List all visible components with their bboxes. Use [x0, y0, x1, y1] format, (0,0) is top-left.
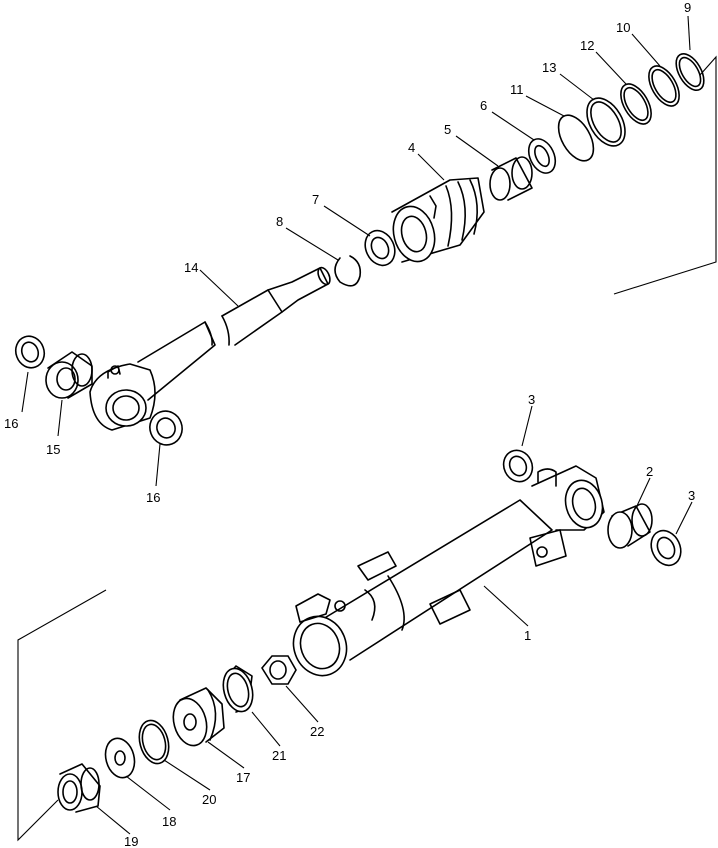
bracket-top-right — [613, 55, 717, 295]
bushing-5 — [489, 156, 533, 201]
label-21: 21 — [272, 748, 286, 763]
ring-10 — [648, 65, 680, 107]
cylinder-head-4 — [391, 177, 485, 263]
washer-18 — [104, 737, 136, 779]
rod-eye — [89, 363, 156, 431]
nut-22 — [261, 655, 297, 685]
ring-21 — [222, 665, 254, 713]
label-11: 11 — [510, 82, 524, 97]
label-20: 20 — [202, 792, 216, 807]
piston-rod — [137, 266, 331, 401]
label-8: 8 — [276, 214, 283, 229]
seal-3-lower — [650, 529, 682, 567]
bushing-2 — [607, 503, 653, 549]
label-12: 12 — [580, 38, 594, 53]
label-10: 10 — [616, 20, 630, 35]
label-18: 18 — [162, 814, 176, 829]
label-22: 22 — [310, 724, 324, 739]
cylinder-tube-1 — [292, 465, 605, 677]
bracket-bottom-left — [17, 589, 107, 842]
label-9: 9 — [684, 0, 691, 15]
label-1: 1 — [524, 628, 531, 643]
seal-6 — [527, 138, 557, 174]
seal-16-lower — [149, 410, 183, 446]
label-6: 6 — [480, 98, 487, 113]
label-5: 5 — [444, 122, 451, 137]
label-16-upper: 16 — [4, 416, 18, 431]
label-4: 4 — [408, 140, 415, 155]
label-3-lower: 3 — [688, 488, 695, 503]
label-19: 19 — [124, 834, 138, 848]
ring-11 — [557, 114, 595, 162]
seal-3-upper — [502, 449, 534, 483]
label-17: 17 — [236, 770, 250, 785]
label-2: 2 — [646, 464, 653, 479]
ring-20 — [138, 719, 170, 765]
label-15: 15 — [46, 442, 60, 457]
label-7: 7 — [312, 192, 319, 207]
part-labels: 9 10 12 13 11 6 5 4 7 8 14 16 15 16 3 2 … — [4, 0, 695, 848]
ring-9 — [675, 53, 705, 91]
piston-17 — [172, 687, 225, 747]
bushing-15 — [45, 351, 93, 399]
ring-12 — [620, 83, 652, 125]
label-16-lower: 16 — [146, 490, 160, 505]
seal-16-upper — [14, 335, 46, 369]
label-3-upper: 3 — [528, 392, 535, 407]
bushing-19 — [57, 763, 101, 813]
snap-ring-8 — [334, 255, 362, 287]
seal-7 — [364, 229, 396, 267]
leader-lines — [21, 15, 693, 835]
label-13: 13 — [542, 60, 556, 75]
label-14: 14 — [184, 260, 198, 275]
